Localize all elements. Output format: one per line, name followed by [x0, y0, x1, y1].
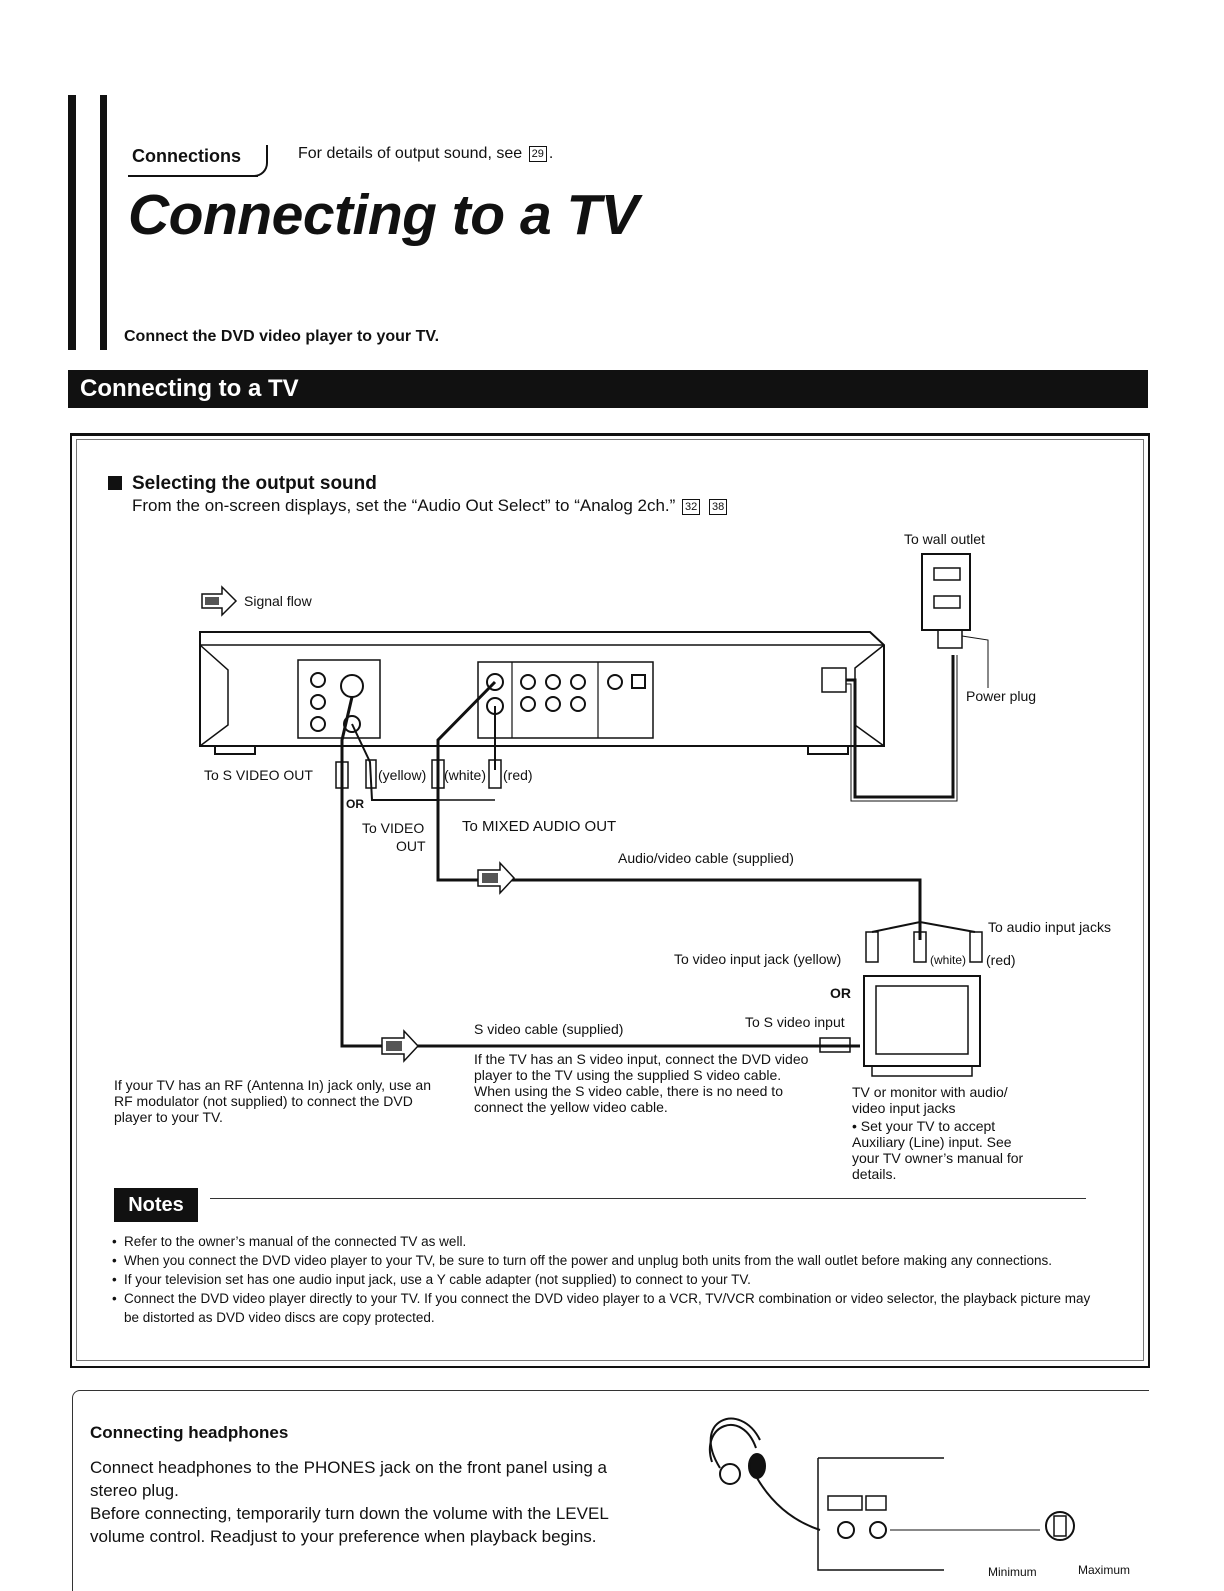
- connection-frame: [70, 433, 1150, 1368]
- label-minimum: Minimum: [988, 1565, 1037, 1579]
- detail-note-text: For details of output sound, see: [298, 145, 523, 162]
- page-ref: 29: [528, 145, 547, 162]
- player-foot-left: [214, 745, 256, 755]
- notes-divider: [210, 1198, 1086, 1199]
- label-to-mixed-audio-out: To MIXED AUDIO OUT: [462, 818, 617, 835]
- output-sound-instruction: From the on-screen displays, set the “Au…: [132, 496, 676, 515]
- connection-frame-inner: [76, 439, 1144, 1361]
- s-video-plug: [819, 1037, 851, 1053]
- s-video-jack: [340, 674, 364, 698]
- power-cord: [846, 655, 955, 799]
- label-s-video-cable: S video cable (supplied): [474, 1021, 624, 1037]
- page-title: Connecting to a TV: [128, 183, 639, 247]
- dvd-player-body: [199, 631, 885, 747]
- note-item: If your television set has one audio inp…: [112, 1270, 1092, 1289]
- page-ref: 32: [682, 498, 701, 515]
- tv-bullet: • Set your TV to accept Auxiliary (Line)…: [852, 1118, 1032, 1182]
- label-to-s-video-out: To S VIDEO OUT: [204, 767, 313, 783]
- section-label: Connections: [132, 146, 242, 166]
- audio-out-panel: [477, 661, 654, 739]
- detail-note: For details of output sound, see 29.: [298, 145, 553, 163]
- label-or-2: OR: [830, 985, 851, 1001]
- output-sound-heading: Selecting the output sound: [108, 473, 377, 495]
- label-to-video-out-2: OUT: [396, 838, 426, 854]
- headphones-text-2: Before connecting, temporarily turn down…: [90, 1504, 609, 1546]
- power-inlet: [821, 667, 847, 693]
- banner-title: Connecting to a TV: [80, 375, 299, 402]
- detail-note-suffix: .: [548, 145, 554, 162]
- power-plug: [937, 629, 963, 649]
- av-cable: [436, 680, 922, 940]
- tv-monitor: [863, 975, 981, 1067]
- label-yellow: (yellow): [378, 767, 427, 783]
- s-video-note: If the TV has an S video input, connect …: [474, 1051, 809, 1115]
- wall-outlet: [921, 553, 971, 631]
- section-banner: Connecting to a TV: [68, 370, 1148, 408]
- label-white-2: (white): [930, 953, 967, 967]
- video-out-panel: [297, 659, 381, 739]
- output-sound-text: From the on-screen displays, set the “Au…: [132, 496, 729, 516]
- headphones-text-1: Connect headphones to the PHONES jack on…: [90, 1458, 607, 1500]
- label-to-video-input-jack: To video input jack (yellow): [674, 951, 842, 967]
- margin-bar-thin: [100, 95, 107, 350]
- notes-heading: Notes: [114, 1188, 198, 1222]
- label-maximum: Maximum: [1078, 1563, 1131, 1577]
- tv-caption: TV or monitor with audio/ video input ja…: [852, 1084, 1008, 1116]
- section-label-underline: [128, 175, 258, 177]
- note-item: When you connect the DVD video player to…: [112, 1251, 1092, 1270]
- label-or: OR: [346, 797, 364, 811]
- note-item: Refer to the owner’s manual of the conne…: [112, 1232, 1092, 1251]
- margin-bar-thick: [68, 95, 76, 350]
- label-to-wall-outlet: To wall outlet: [904, 531, 985, 547]
- label-av-cable: Audio/video cable (supplied): [618, 850, 794, 866]
- headphones-frame: [72, 1390, 1149, 1591]
- label-to-audio-input-jacks: To audio input jacks: [988, 919, 1111, 935]
- label-to-video-out: To VIDEO: [362, 820, 425, 836]
- note-item: Connect the DVD video player directly to…: [112, 1289, 1092, 1327]
- tv-bullet-text: Set your TV to accept Auxiliary (Line) i…: [852, 1118, 1024, 1182]
- player-foot-right: [807, 745, 849, 755]
- label-power-plug: Power plug: [966, 688, 1037, 704]
- label-red-2: (red): [986, 952, 1016, 968]
- label-signal-flow: Signal flow: [244, 593, 312, 609]
- headphones-illustration: [709, 1417, 1075, 1571]
- headphones-heading: Connecting headphones: [90, 1423, 289, 1442]
- headphones-text: Connect headphones to the PHONES jack on…: [90, 1456, 610, 1548]
- tv-bullet-dot: •: [852, 1118, 861, 1134]
- s-video-cable: [340, 696, 860, 1048]
- section-label-curve: [246, 145, 268, 177]
- label-white: (white): [444, 767, 487, 783]
- page-ref: 38: [709, 498, 728, 515]
- notes-list: Refer to the owner’s manual of the conne…: [112, 1232, 1092, 1327]
- label-red: (red): [503, 767, 533, 783]
- intro-text: Connect the DVD video player to your TV.: [124, 328, 440, 345]
- rf-note: If your TV has an RF (Antenna In) jack o…: [114, 1077, 431, 1125]
- label-to-s-video-input: To S video input: [745, 1014, 845, 1030]
